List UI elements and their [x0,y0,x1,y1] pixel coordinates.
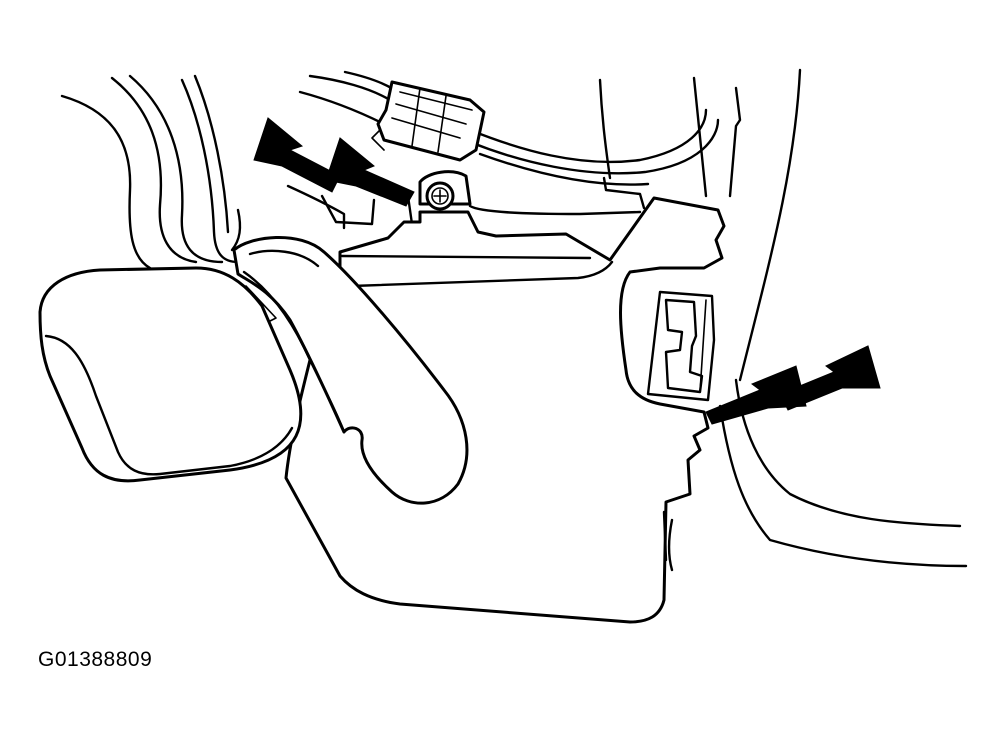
lower-cover-panel [284,196,726,624]
arrow-icon [779,345,881,411]
side-connector-slot [646,290,716,402]
pedal-arm [232,235,469,505]
trim-panel-lines [60,74,242,270]
electrical-connector [371,80,486,162]
column-trim [598,68,968,568]
mounting-screw [418,170,472,211]
arrow-icon [325,137,415,207]
pointer-arrows [253,117,881,425]
arrow-icon [253,117,341,193]
pedal-pad [38,266,303,483]
mounting-bracket [286,176,646,230]
figure-id-label: G01388809 [38,648,153,671]
arrow-icon [705,365,807,425]
